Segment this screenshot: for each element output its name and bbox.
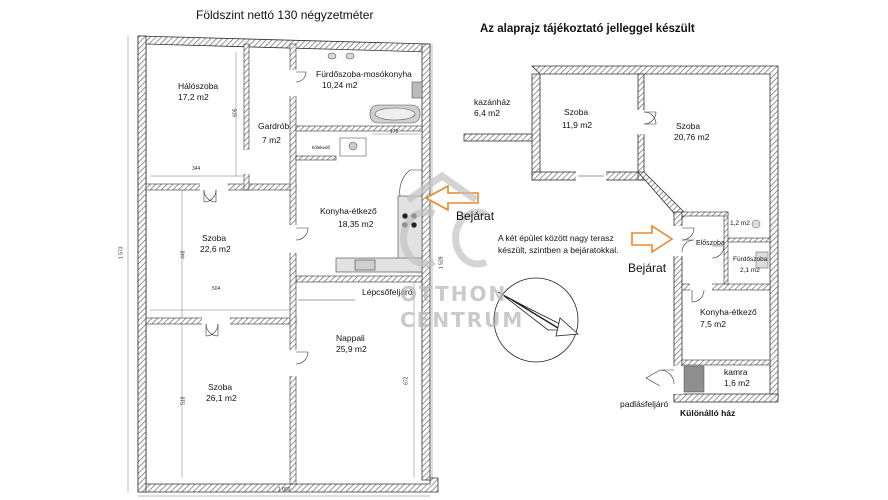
entrance-arrow-right: [631, 224, 674, 254]
room-name-furdo: Fürdőszoba-mosókonyha: [316, 69, 412, 79]
label-padlasfeljaro: padlásfeljáró: [620, 399, 669, 409]
room-name-szoba-3: Szoba: [564, 107, 589, 117]
room-area-gardrob: 7 m2: [262, 135, 281, 145]
room-name-konyha-2: Konyha-étkező: [700, 307, 757, 317]
ground-floor-plan: [127, 35, 439, 497]
room-area-konyha-2: 7,5 m2: [700, 319, 726, 329]
entrance-arrow-left: [424, 184, 479, 212]
right-plan-title: Az alaprajz tájékoztató jelleggel készül…: [480, 23, 695, 35]
left-plan-title: Földszint nettó 130 négyzetméter: [196, 8, 374, 22]
bathroom-fixtures: [327, 52, 423, 157]
room-area-furdo: 10,24 m2: [322, 80, 358, 90]
room-area-nappali: 25,9 m2: [336, 344, 367, 354]
room-name-eloszoba: Előszoba: [696, 240, 725, 247]
note-line-1: A két épület között nagy terasz: [498, 233, 614, 243]
room-area-eloszoba: 1,2 m2: [730, 220, 750, 227]
room-area-konyha: 18,35 m2: [338, 219, 374, 229]
room-area-kamra: 1,6 m2: [724, 378, 750, 388]
watermark-logo-shape: [400, 171, 488, 268]
room-name-gardrob: Gardrób: [258, 121, 290, 131]
room-name-kamra: kamra: [724, 367, 748, 377]
watermark-line-2: CENTRUM: [400, 308, 525, 332]
dim-448: 448: [180, 250, 187, 259]
kamra-fill: [683, 365, 705, 393]
dim-344: 344: [192, 166, 201, 172]
dim-total-width: 1 009: [278, 487, 291, 493]
room-area-szoba-3: 11,9 m2: [562, 120, 593, 130]
dim-504: 504: [212, 286, 221, 292]
room-name-furdoszoba: Fürdőszoba: [733, 256, 768, 263]
label-kozlekedo: kőlekedő: [312, 145, 331, 150]
room-area-szoba-2: 26,1 m2: [206, 393, 237, 403]
dim-1529: 1 529: [438, 256, 445, 270]
room-area-kazanhaz: 6,4 m2: [474, 108, 500, 118]
room-area-halo: 17,2 m2: [178, 92, 209, 102]
right-entrance-label: Bejárat: [628, 261, 667, 275]
room-name-nappali: Nappali: [336, 333, 365, 343]
room-name-halo: Hálószoba: [178, 81, 219, 91]
right-interior-walls: [681, 211, 771, 366]
room-area-szoba-1: 22,6 m2: [200, 244, 231, 254]
right-floor-plan: [463, 65, 779, 403]
watermark-line-1: OTTHON: [400, 282, 508, 306]
room-name-kazanhaz: kazánház: [474, 97, 511, 107]
dim-518: 518: [180, 396, 187, 405]
room-name-konyha: Konyha-étkező: [320, 206, 377, 216]
label-lepcsofeljaro: Lépcsőfeljáró: [362, 287, 413, 297]
note-line-2: készült, szintben a bejáratokkal.: [498, 245, 619, 255]
dim-605: 605: [232, 108, 239, 117]
dim-total-height: 1 573: [118, 246, 125, 260]
room-area-furdoszoba: 2,1 m2: [740, 267, 760, 274]
dim-175: 175: [390, 129, 399, 135]
room-name-szoba-4: Szoba: [676, 121, 701, 131]
room-area-szoba-4: 20,76 m2: [674, 132, 710, 142]
left-entrance-label: Bejárat: [456, 209, 495, 223]
room-name-szoba-1: Szoba: [202, 233, 227, 243]
compass: [493, 277, 579, 363]
room-name-szoba-2: Szoba: [208, 382, 233, 392]
label-kulonallo-haz: Különálló ház: [680, 408, 736, 418]
dim-672: 672: [403, 376, 410, 385]
